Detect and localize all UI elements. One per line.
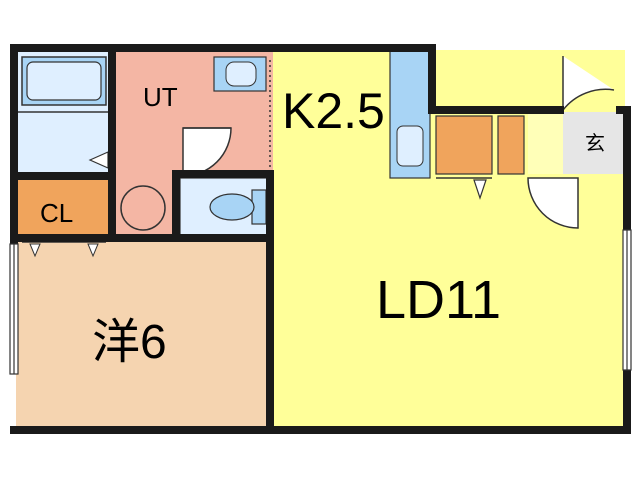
toilet-bowl-icon	[209, 193, 255, 221]
bathtub-inner	[26, 61, 102, 101]
storage-closet-1	[435, 115, 493, 175]
storage-closet-2	[497, 115, 525, 175]
closet-fill	[16, 178, 113, 238]
entrance-label: 玄	[585, 132, 605, 155]
closet-door-mark	[473, 179, 487, 200]
washer-pan-inner	[225, 61, 257, 87]
western-room-label: 洋6	[92, 316, 167, 369]
washbasin-icon	[120, 185, 166, 231]
cl-door-mark-right	[87, 243, 99, 258]
utility-label: UT	[143, 82, 178, 112]
cl-door-mark-left	[29, 243, 41, 258]
windows	[9, 229, 632, 375]
entrance-door-swing-lower	[527, 177, 579, 229]
kitchen-label: K2.5	[282, 83, 385, 139]
entrance-fill	[563, 112, 625, 174]
kitchen-sink	[396, 125, 424, 167]
closet-label: CL	[40, 198, 73, 228]
western-room-fill	[16, 242, 273, 430]
entrance-step-fill	[528, 112, 563, 174]
living-dining-label: LD11	[376, 270, 501, 330]
